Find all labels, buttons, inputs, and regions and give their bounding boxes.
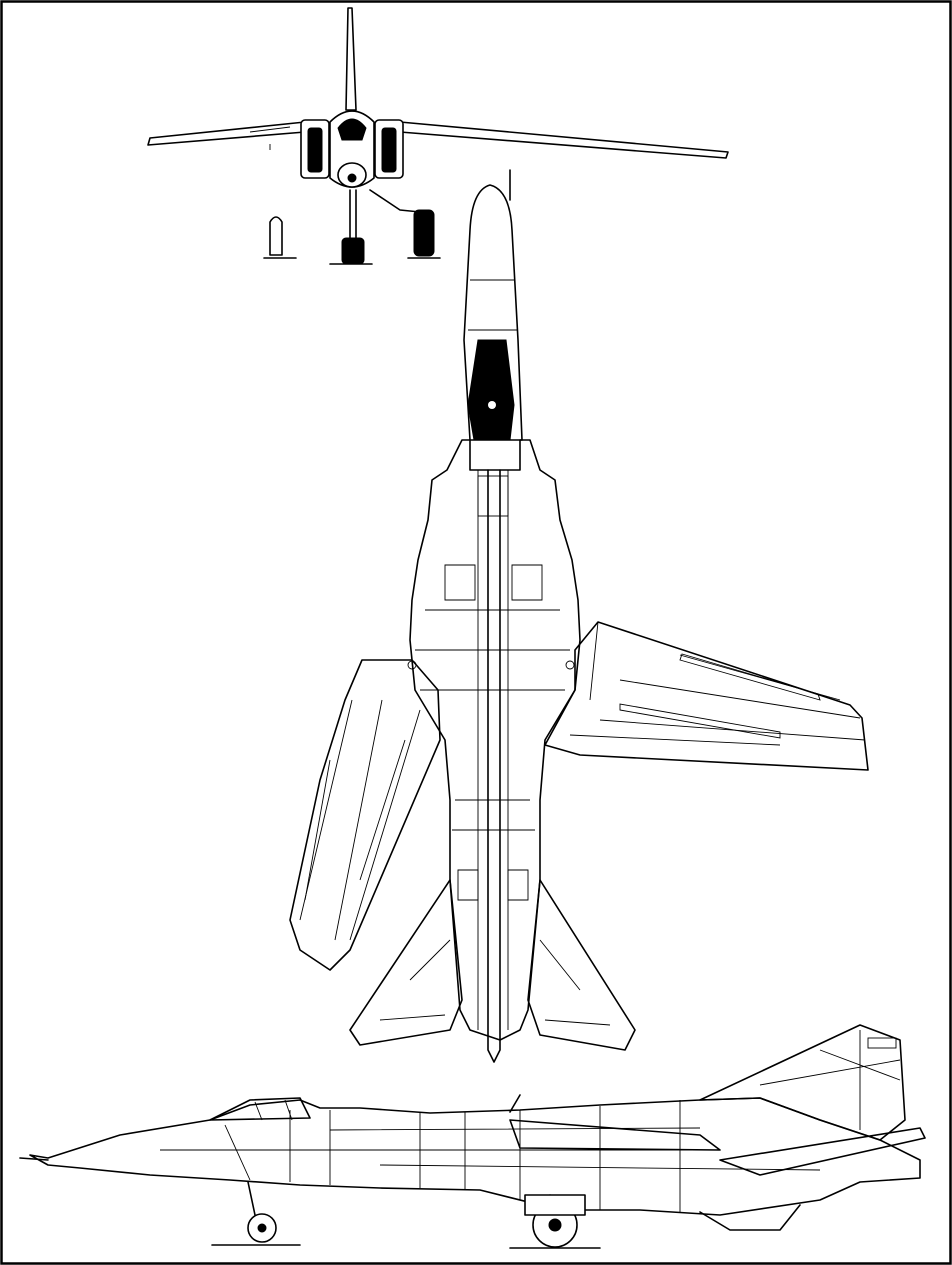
- ground-line-side: [211, 1244, 601, 1249]
- side-nose-probe: [19, 1157, 49, 1161]
- front-view: [147, 7, 729, 265]
- top-right-wing-extended: [544, 621, 869, 771]
- side-ventral-fin: [699, 1204, 801, 1231]
- front-main-wheel: [413, 209, 435, 257]
- top-fuselage-body: [409, 439, 581, 1041]
- side-horizontal-tail: [719, 1127, 926, 1176]
- top-left-stabilizer: [349, 879, 463, 1046]
- top-cockpit-canopy: [467, 339, 515, 441]
- front-store: [269, 216, 283, 256]
- top-spine: [487, 469, 501, 1063]
- top-right-stabilizer: [527, 879, 636, 1051]
- front-fuselage: [329, 110, 375, 188]
- front-nose-wheel: [341, 237, 365, 265]
- ground-line-front: [263, 257, 441, 265]
- side-wing: [509, 1119, 721, 1151]
- front-main-gear-strut: [369, 189, 421, 213]
- top-left-wing-swept: [289, 659, 441, 971]
- front-vertical-fin: [345, 7, 357, 111]
- front-nose-gear-strut: [349, 189, 357, 239]
- side-vertical-fin: [699, 1024, 906, 1141]
- side-fuselage: [29, 1097, 921, 1216]
- front-canopy: [337, 118, 367, 141]
- side-nose-gear-strut: [247, 1181, 256, 1216]
- side-gear-door: [524, 1194, 586, 1216]
- side-view: [19, 1024, 926, 1249]
- front-right-wing: [399, 121, 729, 159]
- side-canopy: [209, 1097, 311, 1121]
- top-view: [289, 169, 869, 1063]
- side-antenna: [509, 1094, 521, 1113]
- front-left-wing: [147, 121, 306, 146]
- top-panel-center: [477, 475, 509, 517]
